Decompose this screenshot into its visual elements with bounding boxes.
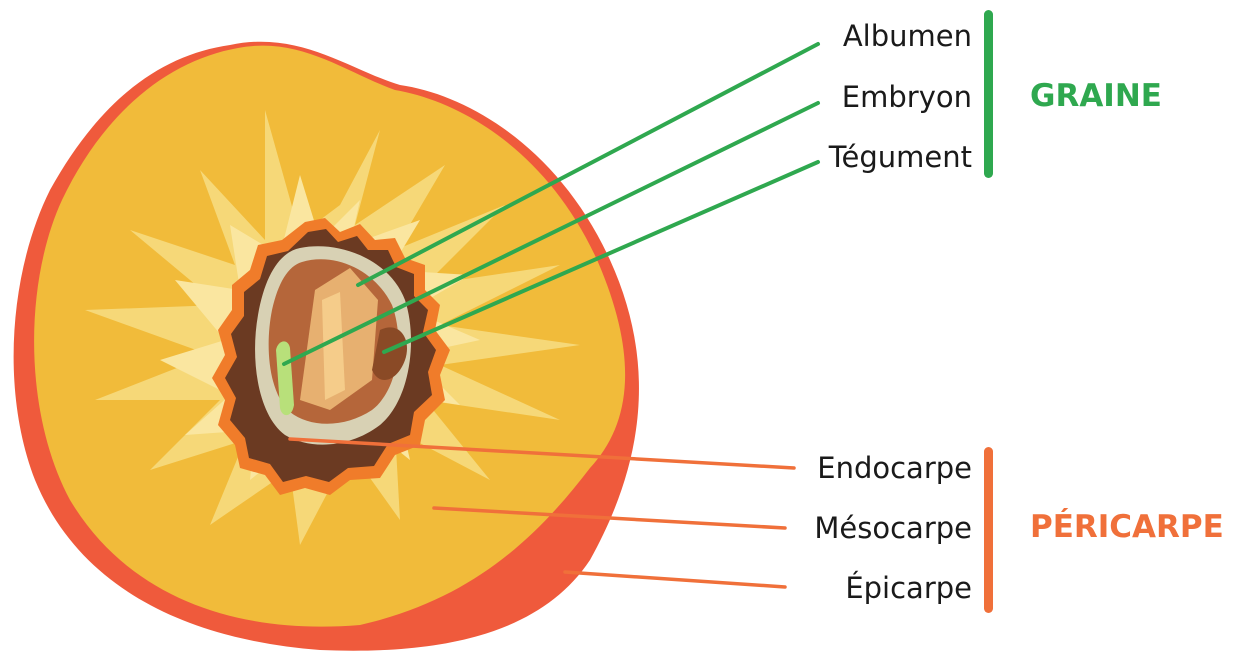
label-albumen: Albumen [843, 19, 972, 53]
leader-epicarpe [565, 572, 785, 587]
label-tegument: Tégument [828, 140, 972, 174]
group-title-pericarpe: PÉRICARPE [1030, 509, 1224, 545]
label-endocarpe: Endocarpe [817, 451, 972, 485]
seed-bracket [984, 10, 993, 178]
label-epicarpe: Épicarpe [845, 571, 972, 605]
pericarp-bracket [984, 447, 993, 613]
label-mesocarpe: Mésocarpe [814, 511, 972, 545]
label-embryon: Embryon [842, 80, 972, 114]
group-title-graine: GRAINE [1030, 78, 1162, 114]
